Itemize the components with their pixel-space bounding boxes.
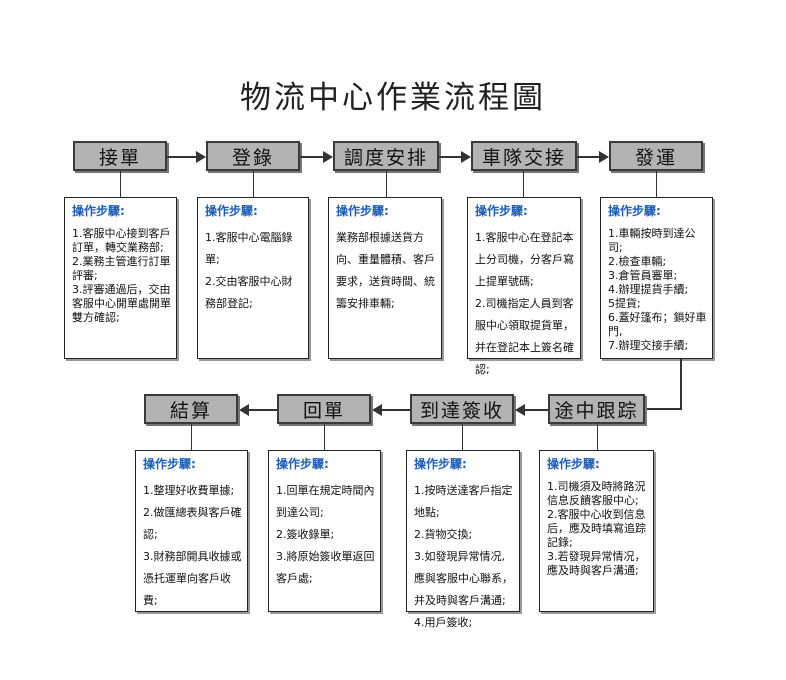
step-item: 1.客服中心在登記本上分司機，分客戶寫上提單號碼;	[475, 231, 574, 288]
step-item: 2.貨物交換;	[414, 528, 473, 541]
step-item: 3.將原始簽收單返回客戶處;	[276, 550, 375, 585]
arrow-head	[323, 151, 333, 163]
stage-handover: 車隊交接	[471, 141, 577, 171]
connector-accept	[120, 171, 121, 198]
stage-settle: 結算	[144, 394, 238, 424]
arrow-accept-register	[167, 156, 197, 158]
steps-box-register: 操作步驟: 1.客服中心電腦錄單; 2.交由客服中心財務部登記;	[197, 197, 309, 359]
connector-return	[324, 424, 325, 450]
steps-heading: 操作步驟:	[547, 457, 600, 471]
step-item: 2.司機指定人員到客服中心領取提貨單，并在登記本上簽名確認;	[475, 297, 574, 376]
stage-track: 途中跟踪	[548, 394, 645, 424]
arrow-head	[599, 151, 609, 163]
step-item: 2.檢查車輛;	[608, 255, 667, 268]
connector-settle	[191, 424, 192, 450]
steps-box-return: 操作步驟: 1.回單在規定時間內到達公司; 2.簽收錄單; 3.將原始簽收單返回…	[268, 450, 381, 612]
steps-heading: 操作步驟:	[414, 457, 467, 471]
steps-heading: 操作步驟:	[143, 457, 196, 471]
arrow-head	[196, 151, 206, 163]
steps-heading: 操作步驟:	[276, 457, 329, 471]
step-item: 1.回單在規定時間內到達公司;	[276, 484, 375, 519]
step-item: 業務部根據送貨方向、重量體積、客戶要求，送貨時間、統籌安排車輛;	[336, 231, 435, 310]
step-item: 3.倉管員審單;	[608, 269, 678, 282]
step-item: 3.如發現异常情况,應與客服中心聯系，并及時與客戶溝通;	[414, 550, 513, 607]
steps-box-settle: 操作步驟: 1.整理好收費單據; 2.做匯總表與客戶確認; 3.財務部開具收據或…	[135, 450, 248, 612]
arrow-head	[461, 151, 471, 163]
connector-ship-across	[645, 408, 682, 410]
arrow-head	[239, 404, 249, 416]
steps-box-handover: 操作步驟: 1.客服中心在登記本上分司機，分客戶寫上提單號碼; 2.司機指定人員…	[467, 197, 581, 376]
step-item: 1.按時送達客戶指定地點;	[414, 484, 513, 519]
step-item: 2.簽收錄單;	[276, 528, 335, 541]
step-item: 1.客服中心電腦錄單;	[205, 231, 293, 266]
steps-heading: 操作步驟:	[475, 204, 528, 218]
steps-box-accept: 操作步驟: 1.客服中心接到客戶訂單，轉交業務部; 2.業務主管進行訂單評審; …	[64, 197, 177, 359]
step-item: 2.做匯總表與客戶確認;	[143, 506, 242, 541]
stage-accept: 接單	[73, 141, 167, 171]
arrow-register-dispatch	[300, 156, 324, 158]
step-item: 1.客服中心接到客戶訂單，轉交業務部;	[72, 227, 171, 254]
diagram-title: 物流中心作業流程圖	[240, 80, 546, 116]
stage-register: 登錄	[206, 141, 300, 171]
connector-handover	[523, 171, 524, 198]
step-item: 1.司機須及時將路況信息反饋客服中心;	[547, 480, 646, 507]
step-item: 2.交由客服中心財務部登記;	[205, 275, 293, 310]
step-item: 2.業務主管進行訂單評審;	[72, 255, 171, 282]
connector-track	[597, 424, 598, 450]
step-item: 2.客服中心收到信息后，應及時填寫追踪記錄;	[547, 508, 646, 549]
stage-return: 回單	[277, 394, 371, 424]
steps-heading: 操作步驟:	[72, 204, 125, 218]
stage-ship: 發運	[609, 141, 703, 171]
connector-arrive	[462, 424, 463, 450]
steps-box-dispatch: 操作步驟: 業務部根據送貨方向、重量體積、客戶要求，送貨時間、統籌安排車輛;	[328, 197, 442, 359]
arrow-head	[515, 404, 525, 416]
stage-dispatch: 調度安排	[333, 141, 439, 171]
connector-register	[253, 171, 254, 198]
arrow-handover-ship	[577, 156, 600, 158]
step-item: 6.蓋好篷布；鎖好車門,	[608, 311, 707, 338]
step-item: 7.辦理交接手續;	[608, 339, 689, 352]
step-item: 3.若發現异常情况，應及時與客戶溝通;	[547, 550, 646, 577]
stage-arrive: 到達簽收	[410, 394, 514, 424]
steps-heading: 操作步驟:	[205, 204, 258, 218]
step-item: 1.整理好收費單據;	[143, 484, 235, 497]
connector-ship-down	[680, 359, 682, 409]
steps-box-ship: 操作步驟: 1.車輛按時到達公司; 2.檢查車輛; 3.倉管員審單; 4.辦理提…	[600, 197, 713, 359]
step-item: 1.車輛按時到達公司;	[608, 227, 696, 254]
connector-dispatch	[386, 171, 387, 198]
steps-box-arrive: 操作步驟: 1.按時送達客戶指定地點; 2.貨物交換; 3.如發現异常情况,應與…	[406, 450, 520, 629]
arrow-arrive-return	[382, 409, 410, 411]
arrow-return-settle	[249, 409, 277, 411]
step-item: 3.財務部開具收據或憑托運單向客戶收費;	[143, 550, 242, 607]
step-item: 5提貨;	[608, 297, 641, 310]
arrow-track-arrive	[525, 409, 548, 411]
steps-heading: 操作步驟:	[608, 204, 661, 218]
steps-heading: 操作步驟:	[336, 204, 389, 218]
arrow-dispatch-handover	[439, 156, 462, 158]
step-item: 4.辦理提貨手續;	[608, 283, 689, 296]
connector-ship	[656, 171, 657, 198]
arrow-head	[372, 404, 382, 416]
step-item: 3.評審通過后，交由客服中心開單處開單雙方確認;	[72, 283, 171, 324]
step-item: 4.用戶簽收;	[414, 616, 473, 629]
steps-box-track: 操作步驟: 1.司機須及時將路況信息反饋客服中心; 2.客服中心收到信息后，應及…	[539, 450, 654, 612]
